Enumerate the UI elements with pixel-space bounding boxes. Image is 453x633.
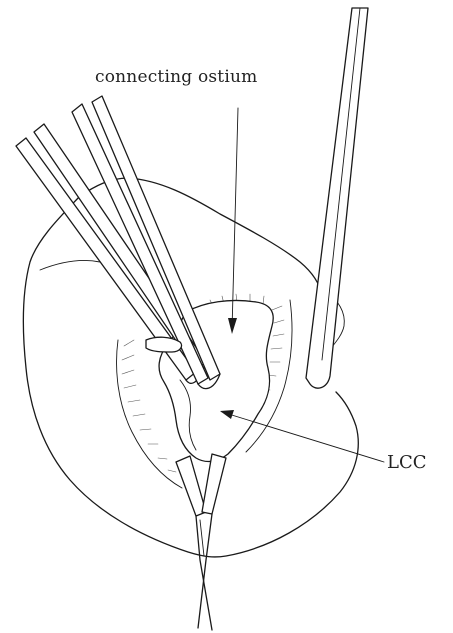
- label-connecting-ostium: connecting ostium: [95, 67, 257, 87]
- clamp-bottom: [176, 454, 226, 630]
- retractor-hook: [146, 337, 182, 352]
- tissue-fold: [40, 260, 100, 270]
- label-lcc: LCC: [387, 452, 427, 473]
- probe-right: [306, 8, 368, 388]
